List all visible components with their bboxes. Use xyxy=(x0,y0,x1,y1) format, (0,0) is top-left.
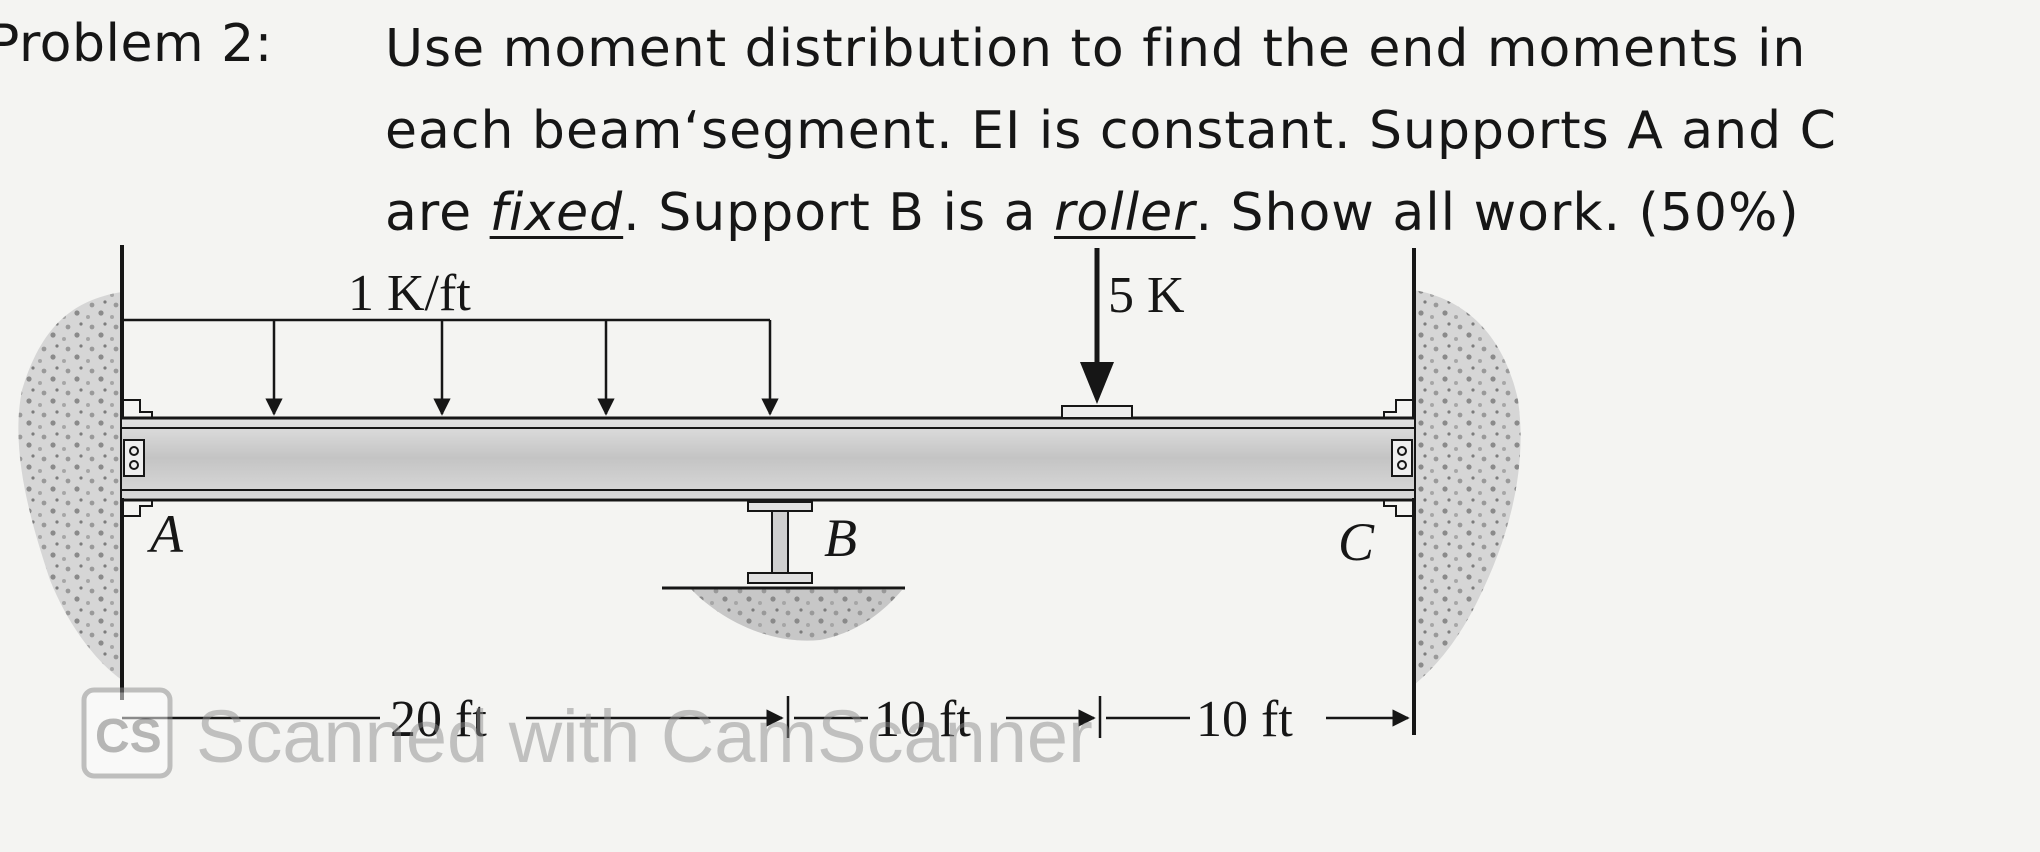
dimension-ab: 20 ft xyxy=(390,691,487,748)
distributed-load: 1 K/ft xyxy=(122,265,779,416)
roller-emphasis: roller xyxy=(1053,183,1196,243)
fixed-emphasis: fixed xyxy=(489,183,624,243)
camscanner-logo-icon xyxy=(81,687,173,779)
camscanner-watermark: CS Scanned with CamScanner xyxy=(81,687,1093,779)
support-b-label: B xyxy=(824,508,857,568)
support-b xyxy=(662,501,905,641)
support-c-label: C xyxy=(1338,512,1375,572)
point-load-label: 5 K xyxy=(1108,267,1185,324)
problem-number: Problem 2: xyxy=(0,14,273,74)
dimension-b-load: 10 ft xyxy=(874,691,971,748)
connection-c xyxy=(1383,399,1413,517)
point-load: 5 K xyxy=(1061,248,1185,419)
wall-a xyxy=(18,245,124,700)
connection-a xyxy=(123,399,153,517)
statement-line-3-end: . Show all work. (50%) xyxy=(1195,183,1800,243)
statement-line-3-start: are xyxy=(385,183,490,243)
problem-statement: Use moment distribution to find the end … xyxy=(385,8,2035,254)
dimension-lines: 20 ft 10 ft 10 ft xyxy=(122,691,1410,748)
camscanner-watermark-text: Scanned with CamScanner xyxy=(196,695,1093,778)
dimension-load-c: 10 ft xyxy=(1196,691,1293,748)
wall-c xyxy=(1412,248,1521,735)
beam xyxy=(122,416,1414,502)
camscanner-logo-text: CS xyxy=(95,710,162,763)
statement-line-2: each beamʻsegment. EI is constant. Suppo… xyxy=(385,101,1837,161)
distributed-load-label: 1 K/ft xyxy=(348,265,471,322)
support-a-label: A xyxy=(147,504,184,564)
statement-line-1: Use moment distribution to find the end … xyxy=(385,19,1807,79)
statement-line-3: are fixed. Support B is a roller. Show a… xyxy=(385,172,2035,254)
statement-line-3-middle: . Support B is a xyxy=(623,183,1054,243)
